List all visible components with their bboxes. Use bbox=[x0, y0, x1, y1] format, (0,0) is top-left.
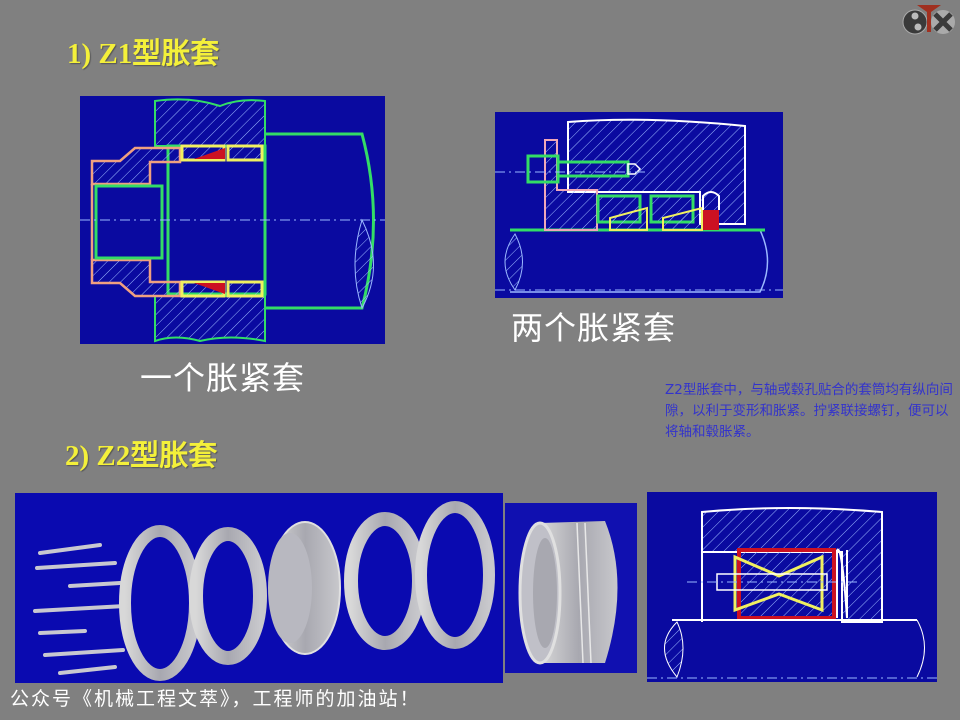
section2-title: 2) Z2型胀套 bbox=[65, 440, 218, 472]
z2-assembled-view bbox=[505, 503, 637, 673]
z2-section-diagram bbox=[647, 492, 937, 682]
z2-description-note: Z2型胀套中，与轴或毂孔贴合的套筒均有纵向间隙，以利于变形和胀紧。拧紧联接螺钉，… bbox=[665, 382, 953, 440]
z1-double-sleeve-diagram bbox=[495, 112, 783, 298]
footer-watermark: 公众号《机械工程文萃》，工程师的加油站！ bbox=[10, 688, 421, 710]
logo bbox=[900, 2, 958, 38]
z1-single-sleeve-diagram bbox=[80, 96, 385, 344]
caption-two-sleeves: 两个胀紧套 bbox=[511, 309, 677, 347]
section1-title: 1) Z1型胀套 bbox=[67, 38, 220, 70]
z2-exploded-view bbox=[15, 493, 503, 683]
caption-one-sleeve: 一个胀紧套 bbox=[140, 359, 306, 397]
gear-funnel-logo-icon bbox=[902, 5, 955, 35]
